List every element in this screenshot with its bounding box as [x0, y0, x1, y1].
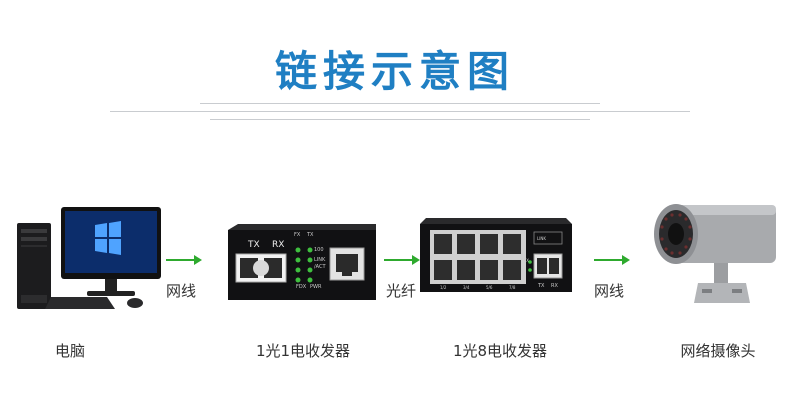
- device-label-mc1: 1光1电收发器: [255, 342, 351, 360]
- mc1-act-label: /ACT: [314, 264, 326, 270]
- mc1-speed-label: 100: [314, 247, 324, 253]
- mc8-port-label: 7/8: [509, 285, 516, 290]
- fine-print-line: [210, 119, 590, 120]
- mc8-port-label: 1/2: [440, 285, 447, 290]
- mc8-link-label: LINK: [537, 236, 547, 241]
- mc8-fx-label: FX: [524, 258, 530, 263]
- mc8-rx-label: RX: [551, 283, 558, 289]
- mc1-tx2-label: TX: [307, 232, 314, 238]
- mc8-port-label: 5/6: [486, 285, 493, 290]
- mc8-port-label: 3/4: [463, 285, 470, 290]
- fine-print-line: [200, 103, 600, 104]
- connection-label-fiber: 光纤: [386, 282, 417, 300]
- media-converter-icon: [228, 224, 376, 300]
- device-label-mc8: 1光8电收发器: [452, 342, 548, 360]
- mc8-tx-label: TX: [538, 283, 545, 289]
- arrow-right-icon: [594, 255, 630, 265]
- computer-icon: [17, 207, 161, 309]
- camera-icon: [654, 204, 776, 303]
- arrow-right-icon: [384, 255, 420, 265]
- mc1-link-label: LINK: [314, 257, 326, 263]
- page-title: 链接示意图: [274, 47, 515, 96]
- device-label-camera: 网络摄像头: [680, 342, 756, 360]
- mc1-pwr-label: PWR: [310, 284, 322, 290]
- arrow-right-icon: [166, 255, 202, 265]
- connection-label-cable: 网线: [166, 282, 197, 300]
- connection-label-cable: 网线: [594, 282, 625, 300]
- fine-print-line: [110, 111, 690, 112]
- mc1-rx-label: RX: [272, 240, 285, 250]
- switch-icon: [420, 218, 572, 292]
- mc1-fdx-label: FDX: [296, 284, 307, 290]
- device-label-pc: 电脑: [54, 342, 85, 360]
- mc1-fx-label: FX: [294, 232, 301, 238]
- mc1-tx-label: TX: [248, 240, 260, 250]
